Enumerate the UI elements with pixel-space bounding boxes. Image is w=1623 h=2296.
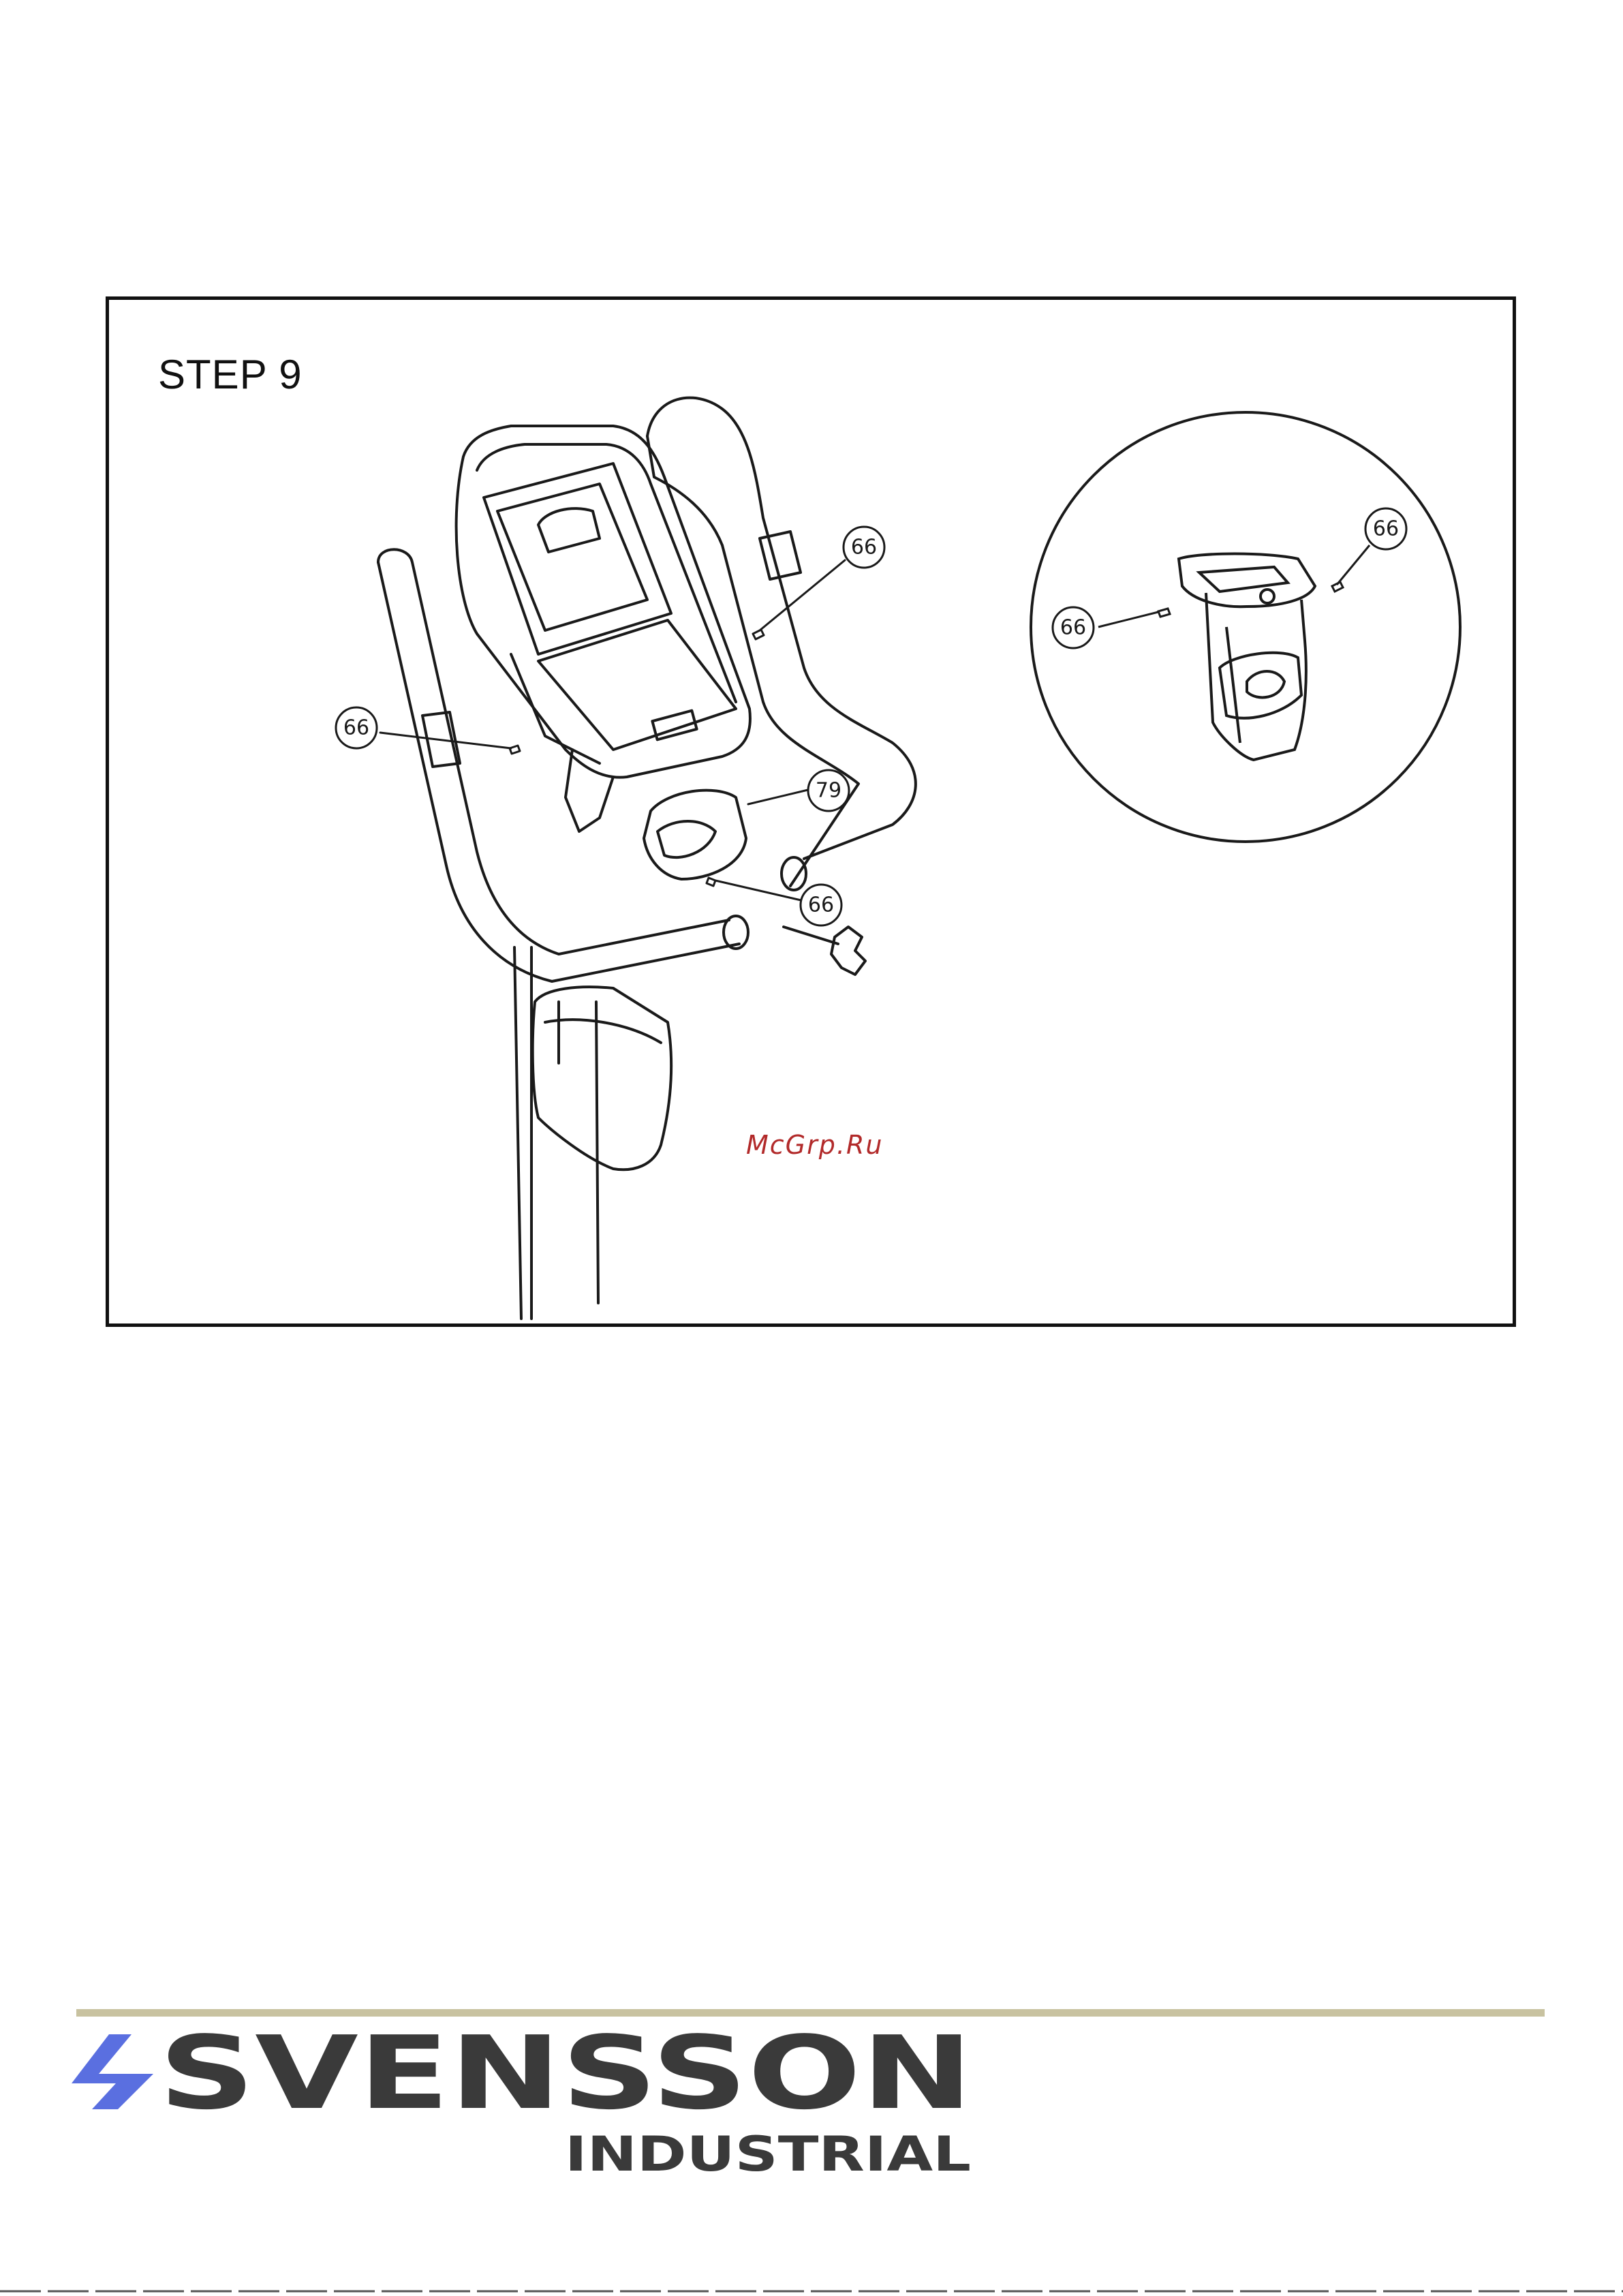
footer-rule [76,2009,1545,2017]
page-bottom-edge [0,2290,1623,2293]
callout-79: 79 [816,779,841,803]
callout-66-detail-right: 66 [1373,517,1399,541]
callout-66-detail-left: 66 [1060,616,1086,640]
screws [510,630,764,886]
callout-66-c: 66 [808,893,834,917]
watermark: McGrp.Ru [746,1130,883,1160]
detail-view [1031,412,1460,842]
brand-subtitle: INDUSTRIAL [565,2126,971,2182]
key-tool [784,927,865,975]
brand-name: SVENSSON [159,2027,973,2132]
brand-logo: SVENSSON INDUSTRIAL [72,2027,978,2191]
part-79-cover [644,791,746,879]
assembly-drawing: 66 66 79 66 66 66 [109,300,1513,1323]
left-handlebar [378,549,748,981]
console [457,426,750,831]
callout-66-b: 66 [343,716,369,740]
callout-66-a: 66 [851,536,877,560]
slash-mark-icon [72,2034,153,2109]
bottle-holder [533,987,671,1169]
